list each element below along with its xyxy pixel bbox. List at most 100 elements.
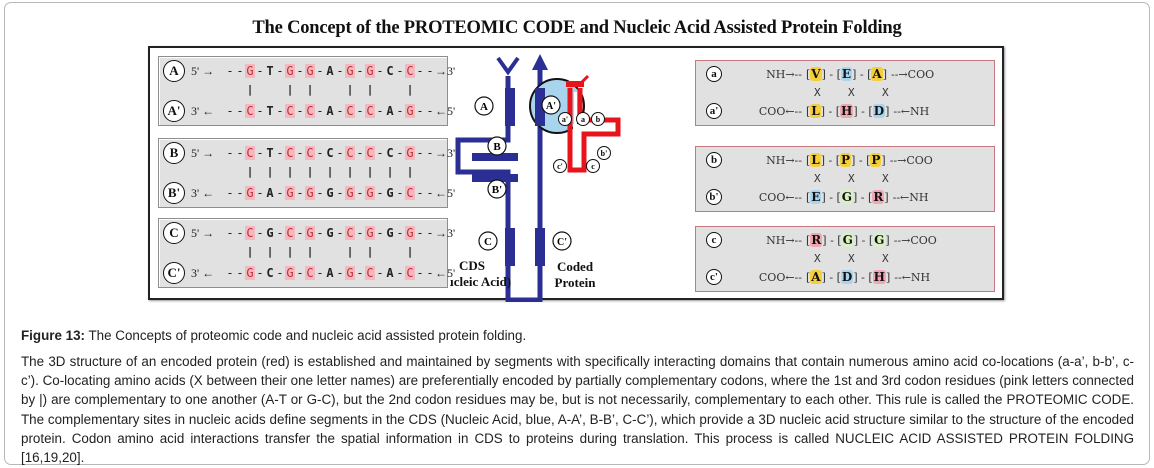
segment-C [505,228,515,266]
amino-acid: H [840,104,854,118]
strand-label: B [163,142,185,164]
label-a-prime: a' [558,112,572,126]
nucleotide: A [386,104,394,118]
amino-acid: D [840,270,854,284]
bond: | [346,245,354,258]
nucleotide: G [285,186,295,200]
nucleotide: T [266,146,274,160]
nucleotide: C [305,146,315,160]
strand-start: 5' → [191,63,215,78]
nucleotide: C [285,146,295,160]
bond: | [406,245,414,258]
nucleotide: G [245,186,255,200]
nucleotide: C [345,146,355,160]
nucleotide: G [266,226,274,240]
amino-acid: G [873,233,886,247]
bond: | [246,245,254,258]
nucleotide: G [365,226,375,240]
nucleotide: C [345,226,355,240]
terminus-end: --→COO [893,233,937,247]
svg-text:A': A' [546,101,556,112]
nucleotide: C [285,104,295,118]
label-c: c [586,159,600,173]
label-b: b [591,112,605,126]
nucleotide: G [405,104,415,118]
nucleotide: C [386,64,394,78]
svg-text:C': C' [557,237,567,248]
co-location-x: X [848,172,855,185]
nucleotide: G [365,64,375,78]
nucleotide: C [266,266,274,280]
dna-strand-C': C'3' ←--G-C-G-C-A-G-C-A-C--←5' [163,262,456,284]
terminus-end: --←NH [893,104,930,118]
nucleotide: C [305,266,315,280]
segment-B-prime [472,174,518,182]
terminus-start: NH→-- [766,153,802,167]
nucleic-acid-label: (Nucleic Acid) [450,274,511,289]
amino-acid: V [810,67,822,81]
dna-strand-B': B' 3' ← --G-A-G-G-G-G-G-G-C--←5' [163,182,456,204]
amino-acid: L [810,153,821,167]
co-location-x: X [814,252,821,265]
nucleotide: G [305,226,315,240]
terminus-start: NH→-- [766,233,802,247]
co-location-x: X [882,252,889,265]
strand-start: 5' → [191,145,215,160]
amino-acid: G [841,233,854,247]
nucleotide: G [305,64,315,78]
arrow-head-icon [532,54,548,70]
amino-acid: P [870,153,882,167]
amino-acid: L [810,104,821,118]
nucleotide: C [285,226,295,240]
bond: | [266,245,274,258]
strand-end: →3' [435,225,456,240]
peptide-label: a [706,66,722,82]
segment-B [472,153,518,161]
terminus-end: --←NH [892,190,929,204]
bond: | [326,165,334,178]
figure-label: Figure 13: [21,328,85,343]
amino-acid: P [840,153,852,167]
label-a: a [576,112,590,126]
nucleotide: G [326,226,334,240]
peptide-label: c [706,232,722,248]
base-sequence: --G-A-G-G-G-G-G-G-C-- [226,186,434,200]
nucleotide: G [245,266,255,280]
nucleotide: C [365,104,375,118]
amino-acid: E [840,67,853,81]
bond: | [266,165,274,178]
nucleotide: A [266,186,274,200]
label-C-prime: C' [552,231,572,251]
strand-start: 5' → [191,225,215,240]
dna-strand-A': A'3' ←--C-T-C-C-A-C-C-A-G--←5' [163,100,455,122]
label-b-prime: b' [597,146,611,160]
coded-label: Coded [557,259,594,274]
strand-label: B' [163,182,185,204]
strand-end: ←5' [435,265,456,280]
peptide-a': a'COO←--[L] - [H] - [D]--←NH [706,101,929,121]
diagram-labels: A A' a' a b b' c' c B B' C C' [474,95,611,251]
strand-end: ←5' [435,185,456,200]
amino-acid: A [871,67,883,81]
nucleotide: G [305,186,315,200]
amino-acid: R [810,233,823,247]
svg-text:c: c [591,162,595,171]
terminus-end: --→COO [891,67,935,81]
co-location-x: X [848,86,855,99]
bond: | [366,83,374,96]
svg-text:A: A [480,101,488,113]
peptide-label: c' [706,269,722,285]
terminus-start: COO←-- [758,270,802,284]
peptide-label: b' [706,189,722,205]
segment-C-prime [535,228,545,266]
label-A: A [474,96,494,116]
strand-start: 3' ← [191,185,215,200]
base-sequence: --G-T-G-G-A-G-G-C-C-- [226,64,434,78]
